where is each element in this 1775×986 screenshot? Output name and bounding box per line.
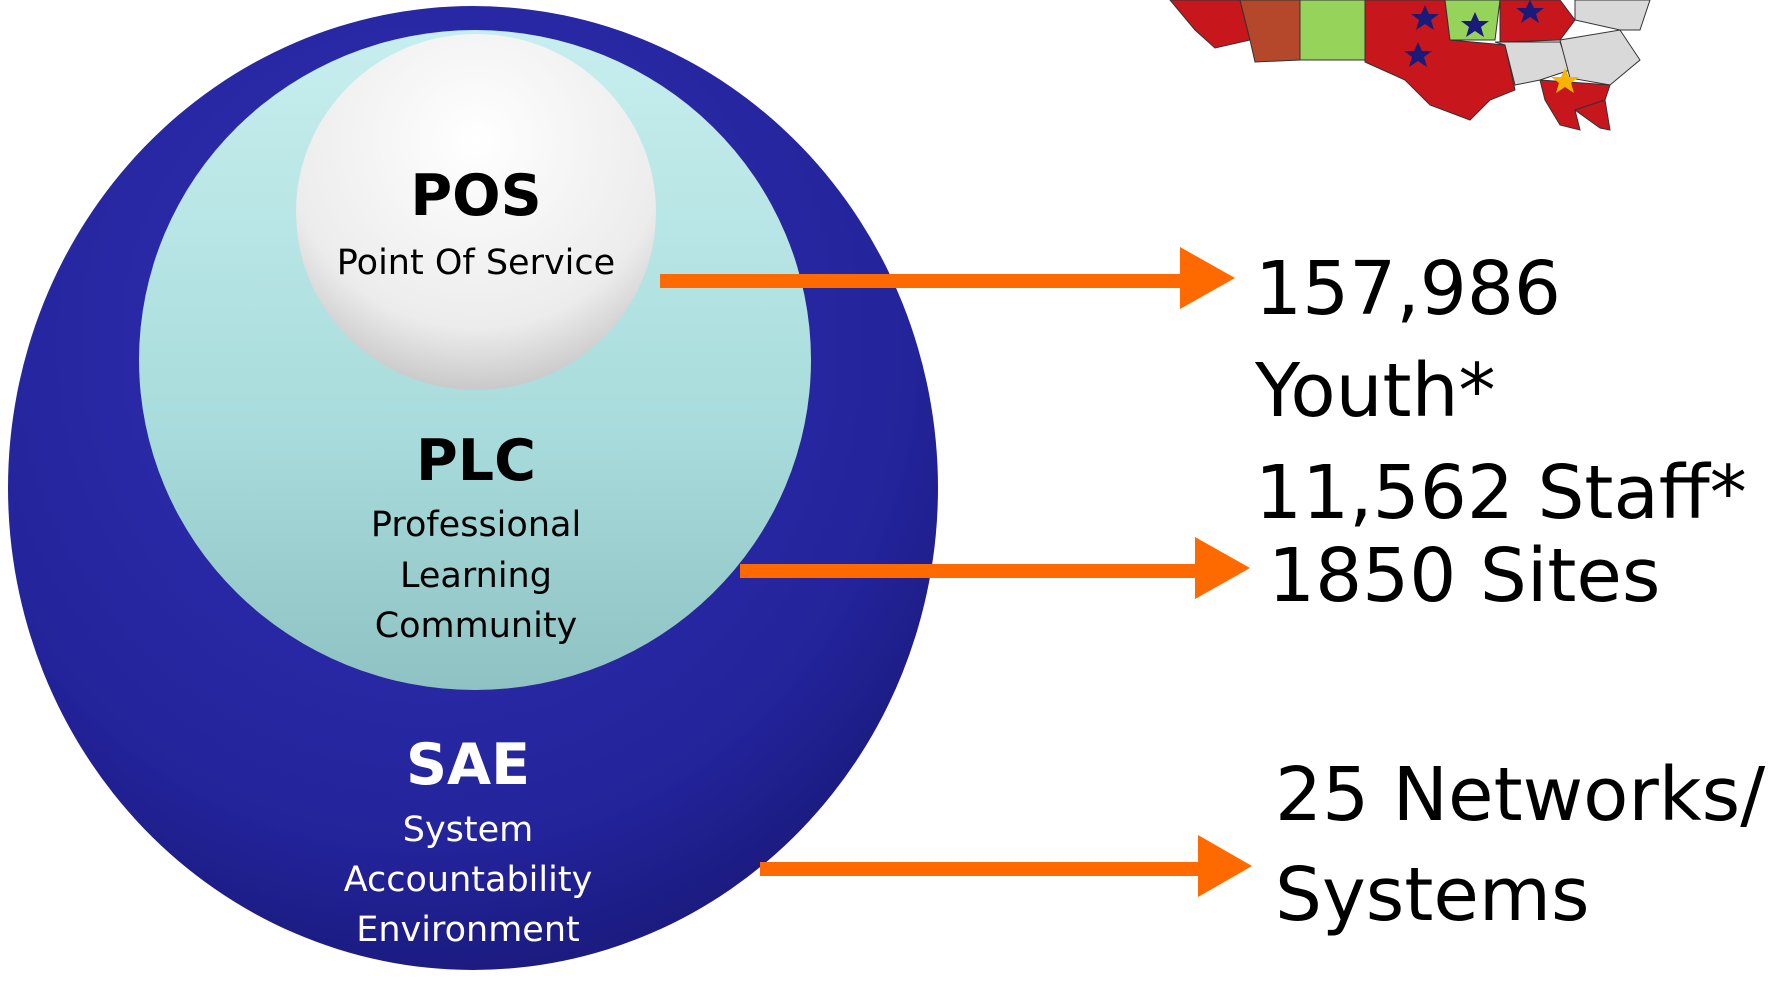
arrow-sae xyxy=(760,835,1252,897)
sae-line-3: Environment xyxy=(356,910,580,950)
stat-youth-label: Youth* xyxy=(1255,348,1496,434)
stat-sites: 1850 Sites xyxy=(1268,533,1661,619)
plc-line-3: Community xyxy=(374,606,578,646)
arrow-pos xyxy=(660,247,1235,309)
pos-circle xyxy=(296,34,656,390)
arrow-plc xyxy=(740,537,1250,599)
plc-title: PLC xyxy=(416,428,536,494)
plc-line-2: Learning xyxy=(400,556,552,596)
sae-title: SAE xyxy=(405,732,531,798)
stat-systems: Systems xyxy=(1275,852,1590,938)
stat-youth-count: 157,986 xyxy=(1255,246,1562,332)
stat-staff: 11,562 Staff* xyxy=(1255,450,1747,536)
plc-line-1: Professional xyxy=(370,505,582,545)
pos-title: POS xyxy=(410,163,542,229)
stat-networks: 25 Networks/ xyxy=(1275,752,1766,838)
sae-line-2: Accountability xyxy=(343,860,593,900)
sae-line-1: System xyxy=(402,810,534,850)
star-icon xyxy=(1551,68,1579,93)
pos-subtitle: Point Of Service xyxy=(336,243,616,283)
star-icon xyxy=(1404,0,1544,67)
